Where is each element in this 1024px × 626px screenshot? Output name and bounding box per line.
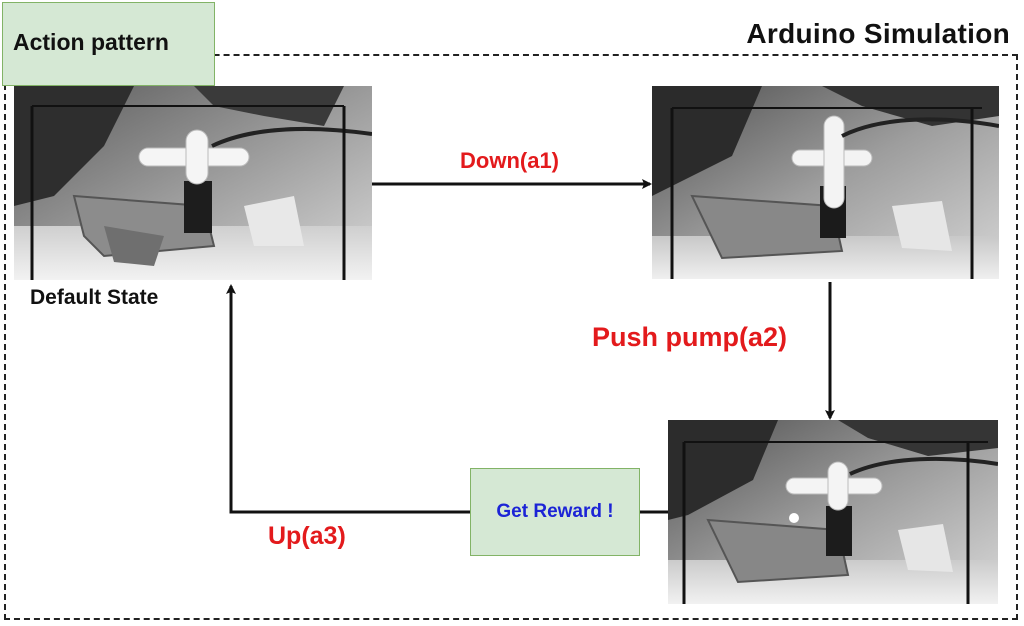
- up-action-label: Up(a3): [268, 522, 346, 550]
- down-action-label: Down(a1): [460, 148, 559, 173]
- default-state-label: Default State: [30, 286, 159, 309]
- up-arrow: [226, 284, 470, 514]
- get-reward-box: Get Reward !: [470, 468, 640, 556]
- get-reward-label: Get Reward !: [496, 501, 614, 522]
- default-state-photo: [14, 86, 372, 280]
- push-state-photo: [668, 420, 998, 604]
- down-state-photo: [652, 86, 999, 279]
- push-pump-action-label: Push pump(a2): [592, 322, 788, 352]
- simulation-title: Arduino Simulation: [746, 18, 1010, 49]
- arduino-simulation-frame: [4, 54, 1018, 620]
- action-pattern-label: Action pattern: [2, 2, 215, 86]
